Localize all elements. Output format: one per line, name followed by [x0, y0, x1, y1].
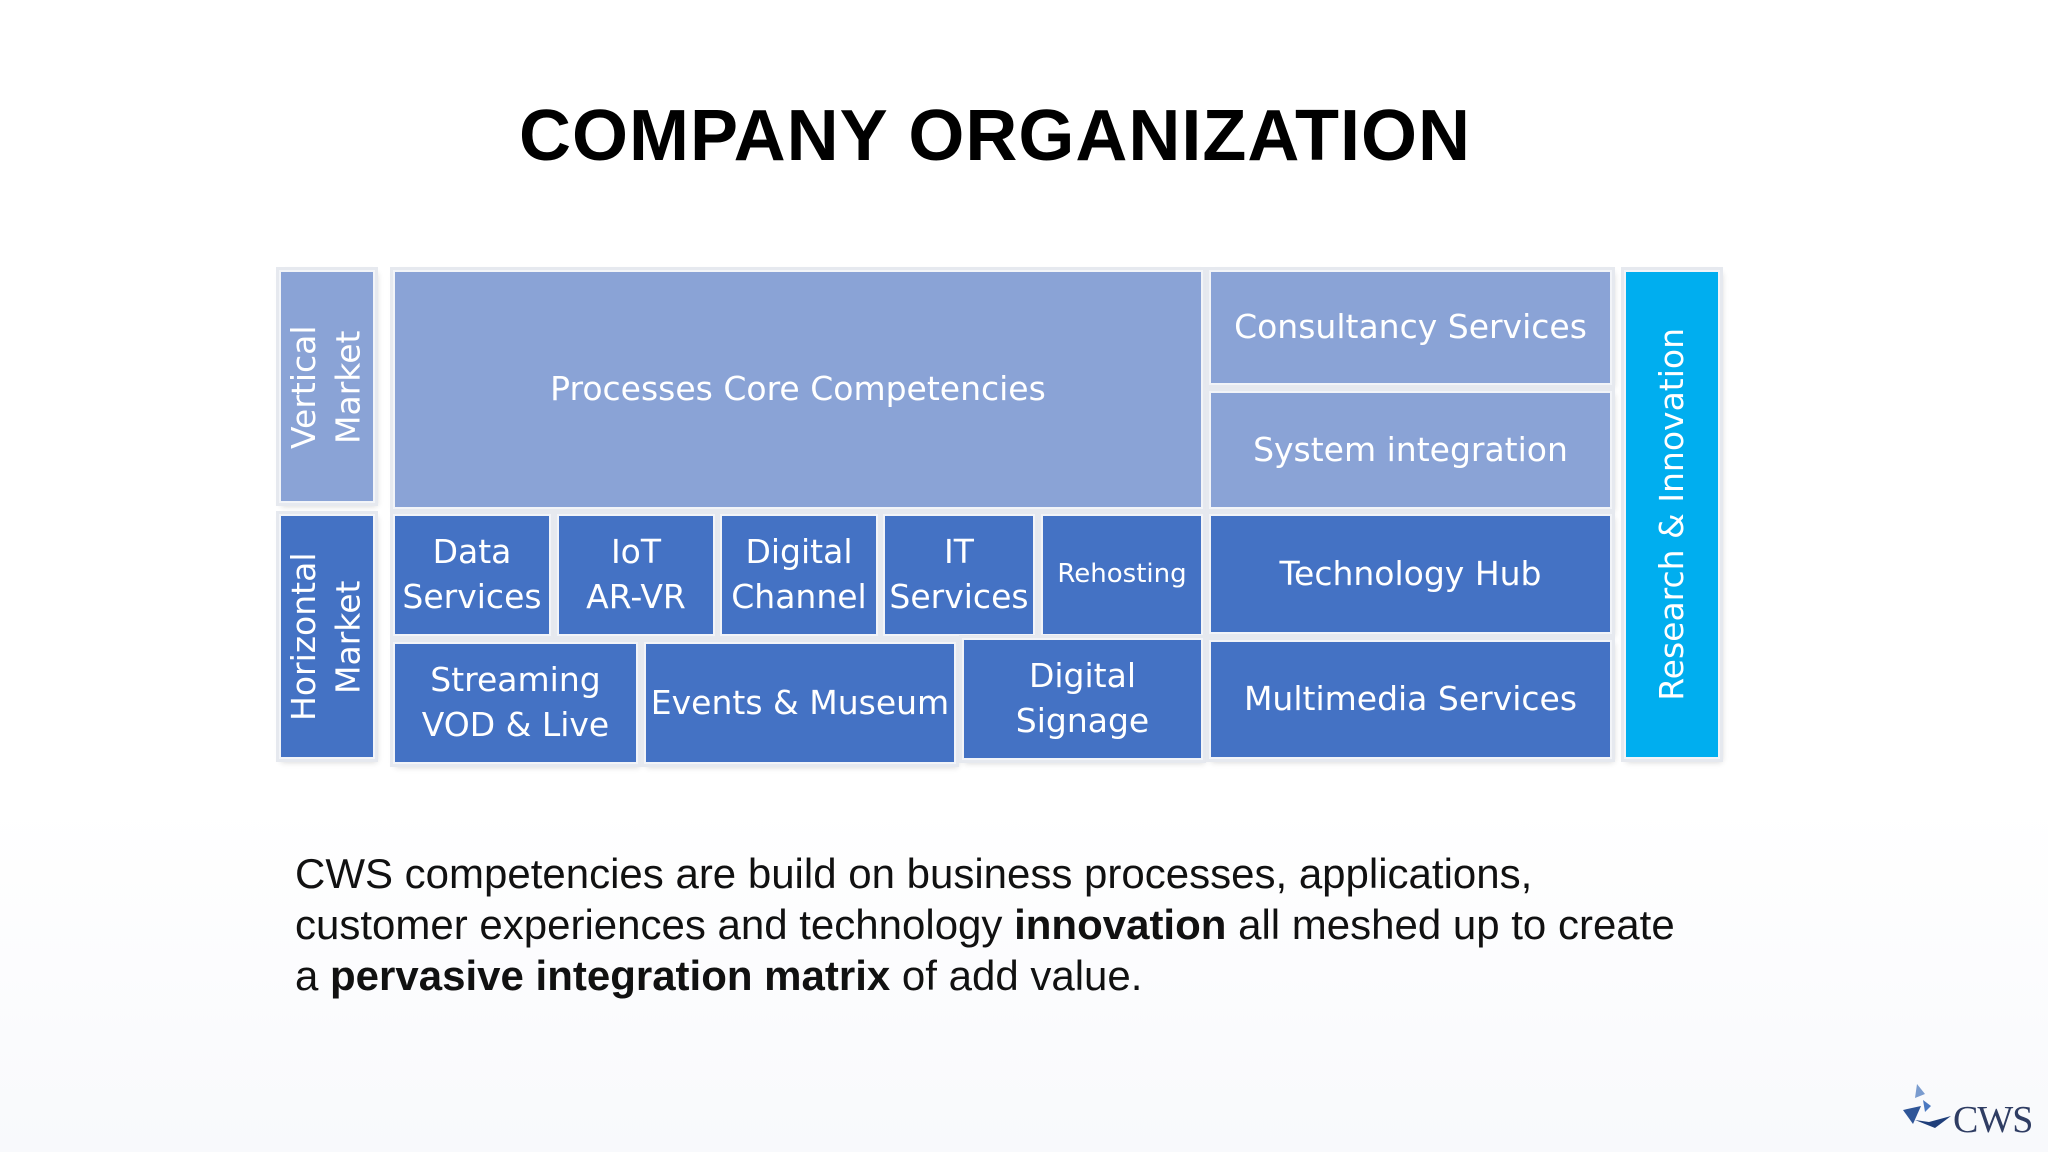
- iot-line1: IoT: [610, 532, 662, 572]
- horizontal-market-label: Horizontal Market: [284, 552, 368, 721]
- horizontal-market-box: Horizontal Market: [279, 514, 375, 759]
- digital-signage-line2: Signage: [1015, 701, 1150, 740]
- events-museum-label: Events & Museum: [650, 682, 950, 722]
- vertical-market-box: Vertical Market: [279, 270, 375, 503]
- vertical-market-label: Vertical Market: [284, 324, 368, 449]
- consultancy-label: Consultancy Services: [1234, 307, 1587, 347]
- consultancy-box: Consultancy Services: [1209, 270, 1612, 385]
- description-part3: of add value.: [890, 952, 1143, 999]
- cws-logo-text: CWS: [1953, 1099, 2033, 1141]
- multimedia-services-label: Multimedia Services: [1243, 679, 1578, 719]
- data-services-line1: Data: [432, 532, 512, 572]
- cws-logo: CWS: [1895, 1080, 2035, 1141]
- iot-box: IoT AR-VR: [557, 514, 715, 636]
- it-services-line2: Services: [889, 577, 1029, 616]
- cws-logo-icon: [1903, 1084, 1951, 1128]
- processes-core-box: Processes Core Competencies: [393, 270, 1203, 509]
- it-services-line1: IT: [944, 532, 974, 572]
- description-part1: CWS competencies are build on business p…: [295, 850, 1533, 948]
- processes-core-label: Processes Core Competencies: [550, 369, 1046, 409]
- technology-hub-label: Technology Hub: [1279, 553, 1542, 593]
- description-bold-innovation: innovation: [1014, 901, 1227, 948]
- streaming-line1: Streaming: [430, 660, 601, 700]
- multimedia-services-box: Multimedia Services: [1209, 640, 1612, 759]
- research-innovation-box: Research & Innovation: [1624, 270, 1720, 759]
- events-museum-box: Events & Museum: [644, 642, 956, 764]
- digital-signage-box: Digital Signage: [962, 638, 1203, 760]
- streaming-box: Streaming VOD & Live: [393, 642, 638, 764]
- rehosting-label: Rehosting: [1057, 559, 1187, 590]
- data-services-box: Data Services: [393, 514, 551, 636]
- description-paragraph: CWS competencies are build on business p…: [295, 848, 1695, 1001]
- data-services-line2: Services: [402, 577, 542, 616]
- streaming-line2: VOD & Live: [421, 705, 610, 744]
- technology-hub-box: Technology Hub: [1209, 514, 1612, 634]
- rehosting-box: Rehosting: [1041, 514, 1203, 636]
- digital-signage-line1: Digital: [1028, 656, 1136, 696]
- system-integration-label: System integration: [1253, 429, 1568, 469]
- page-title: COMPANY ORGANIZATION: [519, 96, 1471, 176]
- system-integration-box: System integration: [1209, 391, 1612, 509]
- description-part2: all meshed up to create a: [295, 901, 1675, 999]
- digital-channel-line1: Digital: [745, 532, 853, 572]
- digital-channel-box: Digital Channel: [720, 514, 878, 636]
- description-bold-matrix: pervasive integration matrix: [330, 952, 891, 999]
- iot-line2: AR-VR: [586, 577, 686, 616]
- digital-channel-line2: Channel: [731, 577, 867, 616]
- it-services-box: IT Services: [883, 514, 1035, 636]
- research-innovation-label: Research & Innovation: [1651, 328, 1691, 701]
